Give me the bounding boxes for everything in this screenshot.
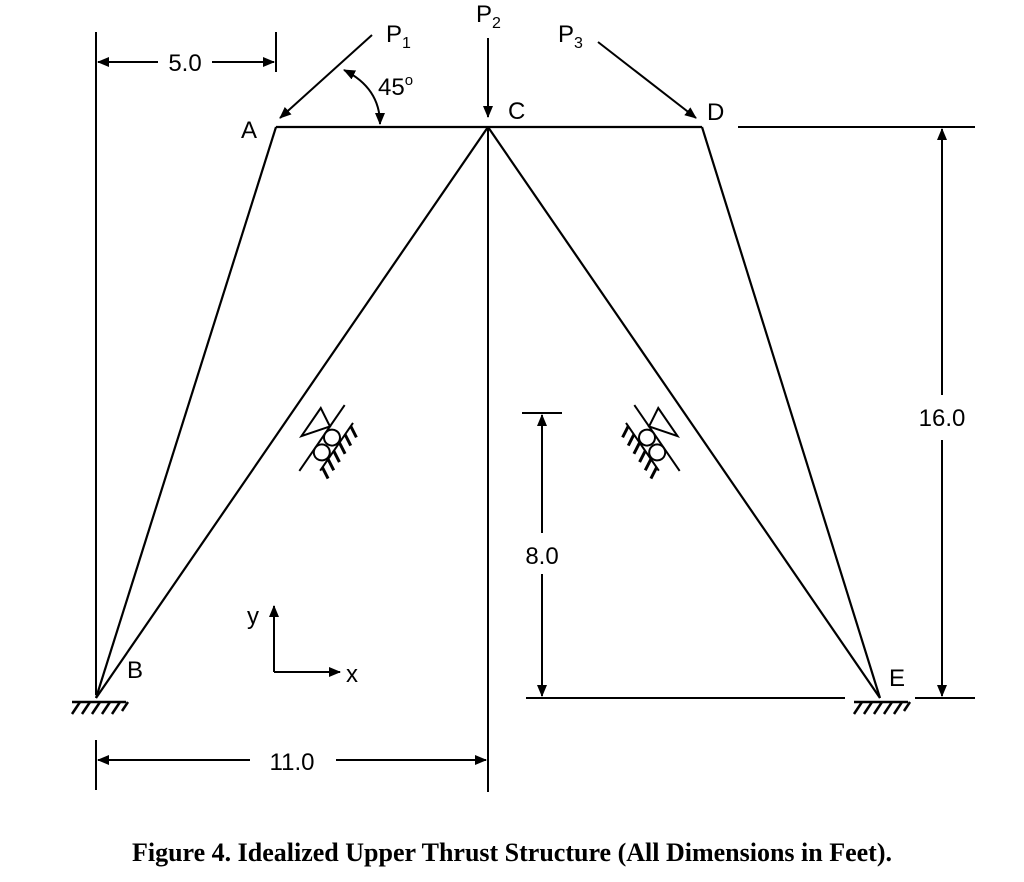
roller-support-right xyxy=(621,404,681,480)
node-a-label: A xyxy=(241,117,257,144)
roller-left-wheel xyxy=(322,428,341,447)
roller-left-hatching xyxy=(321,425,358,480)
member-c-e xyxy=(487,126,881,699)
support-e-hatch xyxy=(882,701,894,715)
load-p2-base: P xyxy=(476,1,492,28)
load-p1-subscript: 1 xyxy=(402,35,411,52)
support-e-hatch xyxy=(872,701,884,715)
roller-left-triangle xyxy=(298,406,332,438)
member-a-b xyxy=(94,126,278,699)
member-c-b xyxy=(95,126,489,699)
roller-left-ground xyxy=(319,422,354,472)
fixed-support-b xyxy=(70,700,130,715)
roller-left-track xyxy=(298,404,346,472)
support-b-hatch xyxy=(100,701,112,715)
dim-8-label: 8.0 xyxy=(525,543,558,570)
dim-5-label: 5.0 xyxy=(168,50,201,77)
load-p2-subscript: 2 xyxy=(492,15,501,32)
x-axis-label: x xyxy=(346,661,358,688)
coordinate-axes xyxy=(269,605,341,677)
load-p2-label: P2 xyxy=(476,1,501,32)
node-c-label: C xyxy=(508,98,525,125)
angle-unit: o xyxy=(405,72,413,89)
support-e-hatch xyxy=(902,701,912,712)
load-p1-base: P xyxy=(386,21,402,48)
load-p3-base: P xyxy=(558,21,574,48)
roller-support-left xyxy=(298,404,358,480)
load-p3-label: P3 xyxy=(558,21,583,52)
member-d-e xyxy=(700,126,882,699)
figure-caption: Figure 4. Idealized Upper Thrust Structu… xyxy=(131,838,892,867)
dim-16-label: 16.0 xyxy=(919,405,966,432)
load-p3-subscript: 3 xyxy=(574,35,583,52)
load-arrows xyxy=(279,34,697,119)
roller-right-track xyxy=(633,404,681,472)
support-b-hatch xyxy=(80,701,92,715)
support-b-hatch xyxy=(110,701,122,715)
angle-value: 45 xyxy=(378,74,405,101)
support-b-hatch xyxy=(120,701,130,712)
fixed-support-e xyxy=(852,700,912,715)
support-b-hatch xyxy=(70,701,82,715)
y-axis-label: y xyxy=(247,603,259,630)
reference-lines xyxy=(95,32,975,792)
support-e-hatch xyxy=(852,701,864,715)
node-d-label: D xyxy=(707,99,724,126)
roller-right-ground xyxy=(625,422,660,472)
support-e-hatch xyxy=(892,701,904,715)
support-e-hatch xyxy=(862,701,874,715)
support-b-hatch xyxy=(90,701,102,715)
load-p3-arrow xyxy=(597,41,697,119)
roller-right-triangle xyxy=(647,406,681,438)
node-b-label: B xyxy=(127,657,143,684)
dim-11-label: 11.0 xyxy=(270,749,315,776)
truss-members xyxy=(94,125,882,699)
angle-arc xyxy=(343,69,385,125)
roller-right-hatching xyxy=(621,425,658,480)
load-p1-arrow xyxy=(279,34,373,119)
angle-label: 45o xyxy=(378,72,413,101)
roller-left-wheel xyxy=(312,443,331,462)
load-p1-label: P1 xyxy=(386,21,411,52)
node-e-label: E xyxy=(889,665,905,692)
